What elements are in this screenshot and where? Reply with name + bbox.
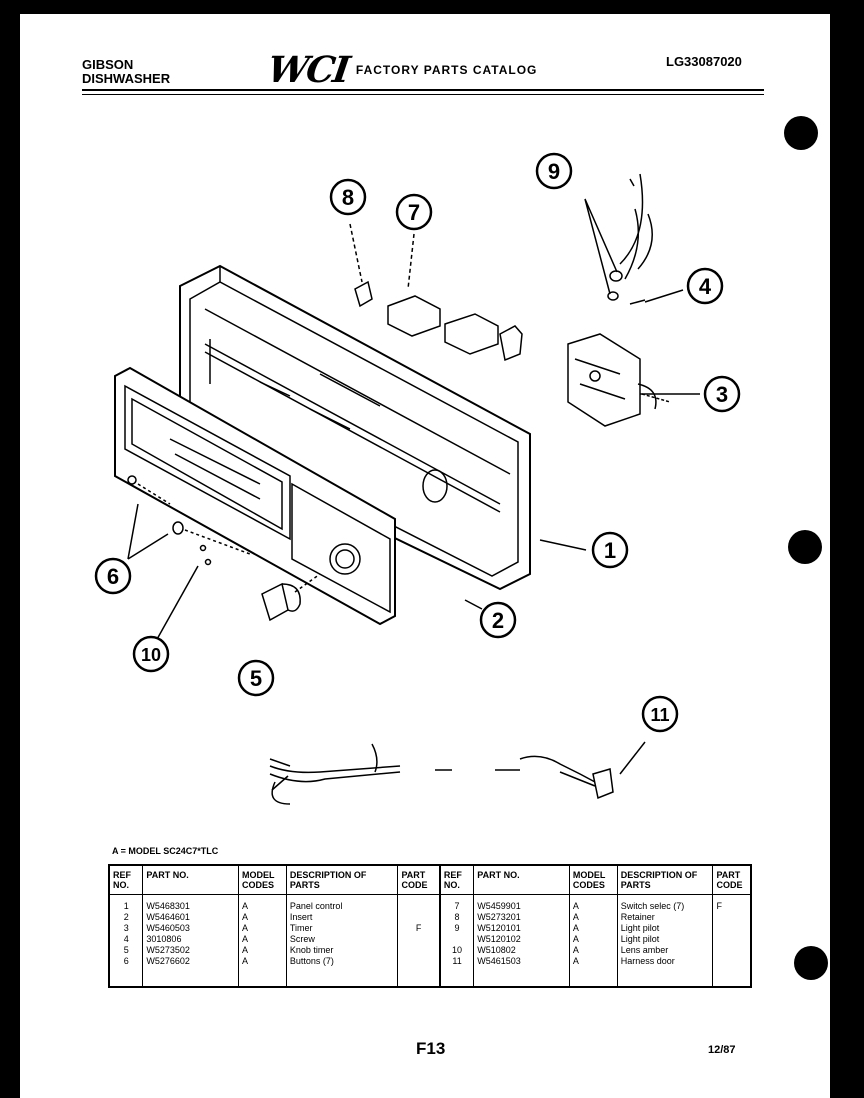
header-part-right: PART NO. [473,865,570,895]
knob-timer-drawing [261,573,321,622]
callout-label-6: 6 [107,564,119,589]
callout-7 [395,193,433,231]
header-model-left: MODEL CODES [238,865,287,895]
header-code-right: PART CODE [712,865,751,895]
brand-block: GIBSON DISHWASHER [82,58,170,86]
callout-label-2: 2 [492,608,504,633]
callout-label-8: 8 [342,185,354,210]
leader-lines [127,289,700,642]
page-number: F13 [416,1039,446,1058]
header-part-left: PART NO. [142,865,239,895]
model-legend: A = MODEL SC24C7*TLC [112,846,219,856]
callout-2 [479,601,517,639]
part-column-left: W5468301 W5464601 W5460503 3010806 W5273… [142,894,239,987]
catalog-code: LG33087020 [666,54,742,69]
callout-label-4: 4 [699,274,712,299]
buttons-lens-drawing [127,475,251,566]
callout-label-11: 11 [650,705,669,725]
parts-table: REF NO. PART NO. MODEL CODES DESCRIPTION… [108,864,752,988]
switch-selector-drawing [349,223,523,362]
callout-11 [641,695,679,733]
callout-label-3: 3 [716,382,728,407]
header-ref-right: REF NO. [439,865,475,895]
binder-hole-bottom [794,946,828,980]
catalog-date: 12/87 [708,1044,736,1056]
catalog-page: GIBSON DISHWASHER WCI FACTORY PARTS CATA… [20,14,830,1098]
insert-drawing [114,366,396,626]
callout-label-10: 10 [141,645,161,665]
callout-3 [703,375,741,413]
product-type: DISHWASHER [82,71,171,86]
callout-5 [237,659,275,697]
callout-label-5: 5 [250,666,262,691]
brand-name: GIBSON [82,57,134,72]
binder-hole-top [784,116,818,150]
header-rule-thin [82,94,764,95]
part-column-right: W5459901 W5273201 W5120101 W5120102 W510… [473,894,570,987]
callout-1 [591,531,629,569]
callout-4 [686,267,724,305]
code-column-left: F [397,894,441,987]
callout-10 [132,635,170,673]
desc-column-right: Switch selec (7) Retainer Light pilot Li… [617,894,714,987]
callout-8 [329,178,367,216]
callout-label-1: 1 [604,538,616,563]
catalog-logo: WCI FACTORY PARTS CATALOG [265,49,538,91]
callout-label-9: 9 [548,159,560,184]
header-code-left: PART CODE [397,865,441,895]
header-desc-right: DESCRIPTION OF PARTS [617,865,714,895]
harness-drawing [269,741,646,805]
code-column-right: F [716,901,722,911]
exploded-parts-diagram: 1 2 3 4 5 6 7 8 9 10 11 [94,152,741,805]
header-ref-left: REF NO. [109,865,144,895]
desc-column-left: Panel control Insert Timer Screw Knob ti… [286,894,399,987]
callout-6 [94,557,132,595]
binder-hole-middle [788,530,822,564]
header-model-right: MODEL CODES [569,865,618,895]
callout-9 [535,152,573,190]
callout-label-7: 7 [408,200,420,225]
light-pilot-drawing [584,173,653,305]
timer-drawing [567,333,671,427]
header-rule [82,89,764,91]
header-desc-left: DESCRIPTION OF PARTS [286,865,399,895]
ref-column-right: 7 8 9 10 11 [439,894,475,987]
catalog-title: FACTORY PARTS CATALOG [355,63,538,77]
model-column-right: A A A A A A [569,894,618,987]
model-column-left: A A A A A A [238,894,287,987]
ref-column-left: 1 2 3 4 5 6 [109,894,144,987]
table-row: 1 2 3 4 5 6 W5468301 W5464601 W5460503 3… [109,894,751,987]
callout-group [94,152,741,733]
table-header-row: REF NO. PART NO. MODEL CODES DESCRIPTION… [109,865,751,895]
